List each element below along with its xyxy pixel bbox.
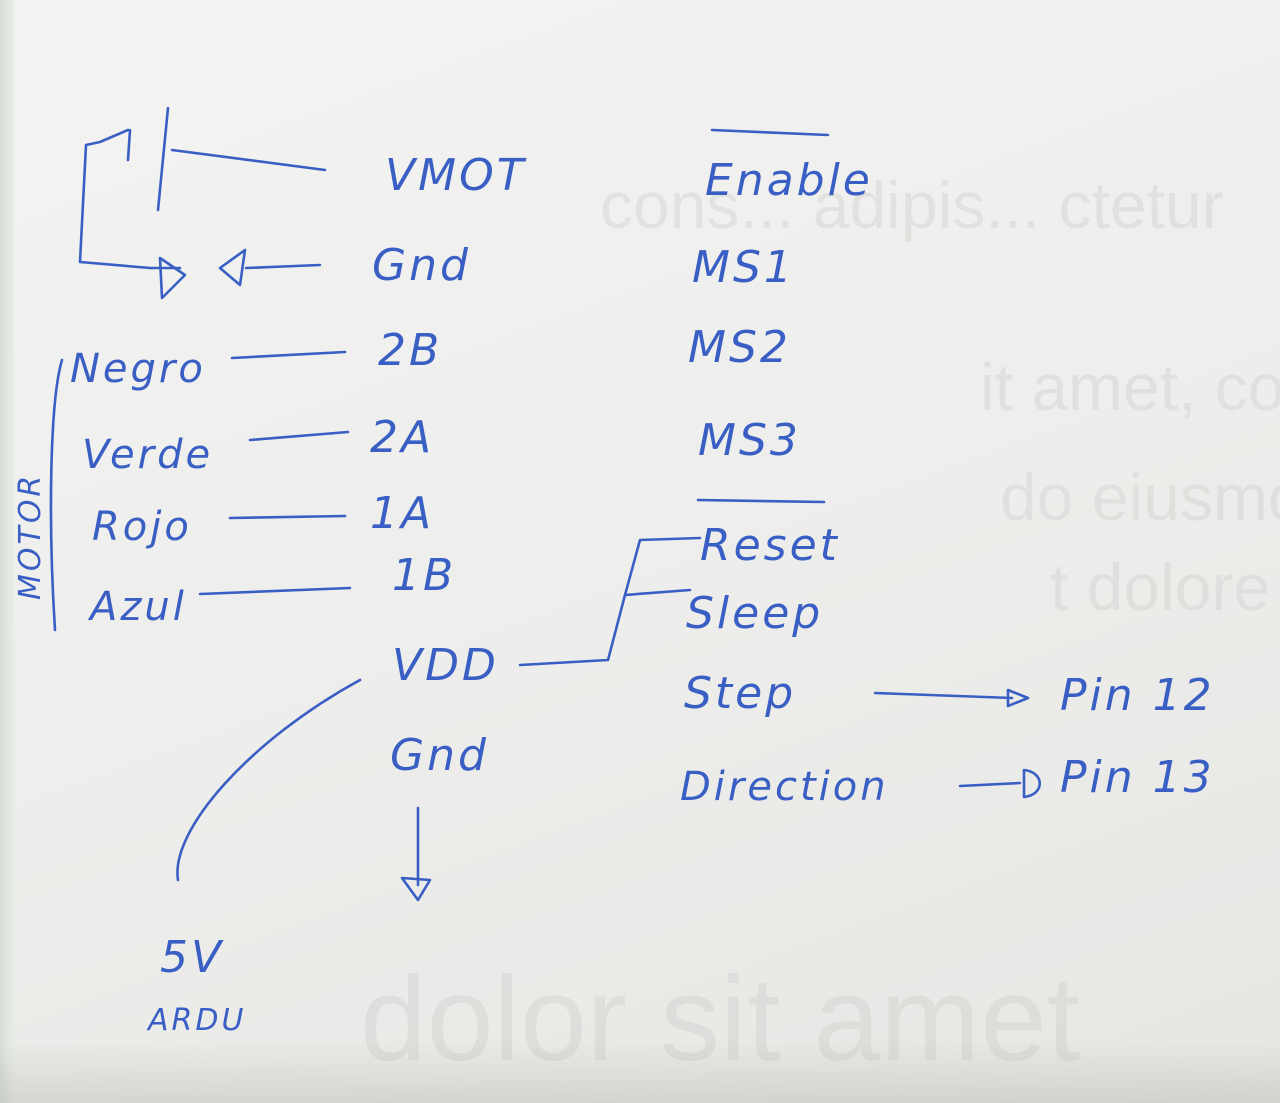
target-pin-12: Pin 12	[1060, 670, 1215, 721]
wire-label-verde: Verde	[82, 432, 213, 478]
pin-vmot: VMOT	[385, 150, 527, 201]
reset-sleep-bridge	[518, 536, 702, 667]
svg-text:cons... adipis... ctetur: cons... adipis... ctetur	[600, 168, 1224, 242]
pin-1b: 1B	[392, 550, 456, 601]
svg-text:t dolore m: t dolore m	[1050, 550, 1280, 624]
photo-shadow	[0, 1040, 1280, 1103]
svg-text:dolor sit amet: dolor sit amet	[360, 952, 1080, 1086]
motor-side-label: MOTOR	[13, 473, 48, 600]
step-connection: Pin 12	[873, 670, 1215, 721]
pin-ms3: MS3	[698, 415, 801, 466]
driver-right-pins: Enable MS1 MS2 MS3 Reset Sleep Step Dire…	[680, 128, 889, 810]
paper-edge	[0, 0, 14, 1103]
direction-connection: Pin 13	[958, 752, 1215, 803]
pin-2a: 2A	[370, 412, 434, 463]
pin-step: Step	[684, 668, 796, 719]
supply-source: ARDU	[146, 1003, 246, 1038]
pin-reset: Reset	[700, 520, 840, 571]
wire-label-negro: Negro	[70, 346, 206, 392]
battery-symbol	[78, 106, 327, 300]
supply-voltage: 5V	[160, 932, 224, 983]
pin-gnd-bottom: Gnd	[390, 730, 489, 781]
pin-vdd: VDD	[392, 640, 499, 691]
pin-ms1: MS1	[692, 242, 795, 293]
pin-ms2: MS2	[688, 322, 791, 373]
vdd-supply-wire: 5V ARDU	[146, 678, 362, 1038]
ground-arrow	[400, 806, 432, 902]
pin-direction: Direction	[680, 764, 889, 810]
wire-azul	[198, 586, 352, 596]
pin-sleep: Sleep	[686, 588, 823, 639]
enable-overbar	[710, 128, 830, 137]
wire-label-azul: Azul	[87, 584, 187, 630]
motor-bracket	[49, 358, 64, 632]
pin-1a: 1A	[370, 488, 434, 539]
pin-enable: Enable	[705, 155, 873, 206]
wire-negro	[230, 350, 347, 360]
motor-wires: Negro Verde Rojo Azul MOTOR	[13, 346, 352, 632]
wire-verde	[248, 430, 350, 442]
show-through-text: cons... adipis... ctetur it amet, consec…	[360, 168, 1280, 1086]
pin-2b: 2B	[378, 325, 442, 376]
svg-text:do eiusmod tempo: do eiusmod tempo	[1000, 460, 1280, 534]
reset-overbar	[696, 498, 826, 504]
svg-text:it amet, consect: it amet, consect	[980, 350, 1280, 424]
pin-gnd-top: Gnd	[372, 240, 471, 291]
wire-rojo	[228, 514, 347, 520]
target-pin-13: Pin 13	[1060, 752, 1215, 803]
wire-label-rojo: Rojo	[92, 504, 192, 550]
driver-left-pins: VMOT Gnd 2B 2A 1A 1B VDD Gnd	[370, 150, 527, 781]
